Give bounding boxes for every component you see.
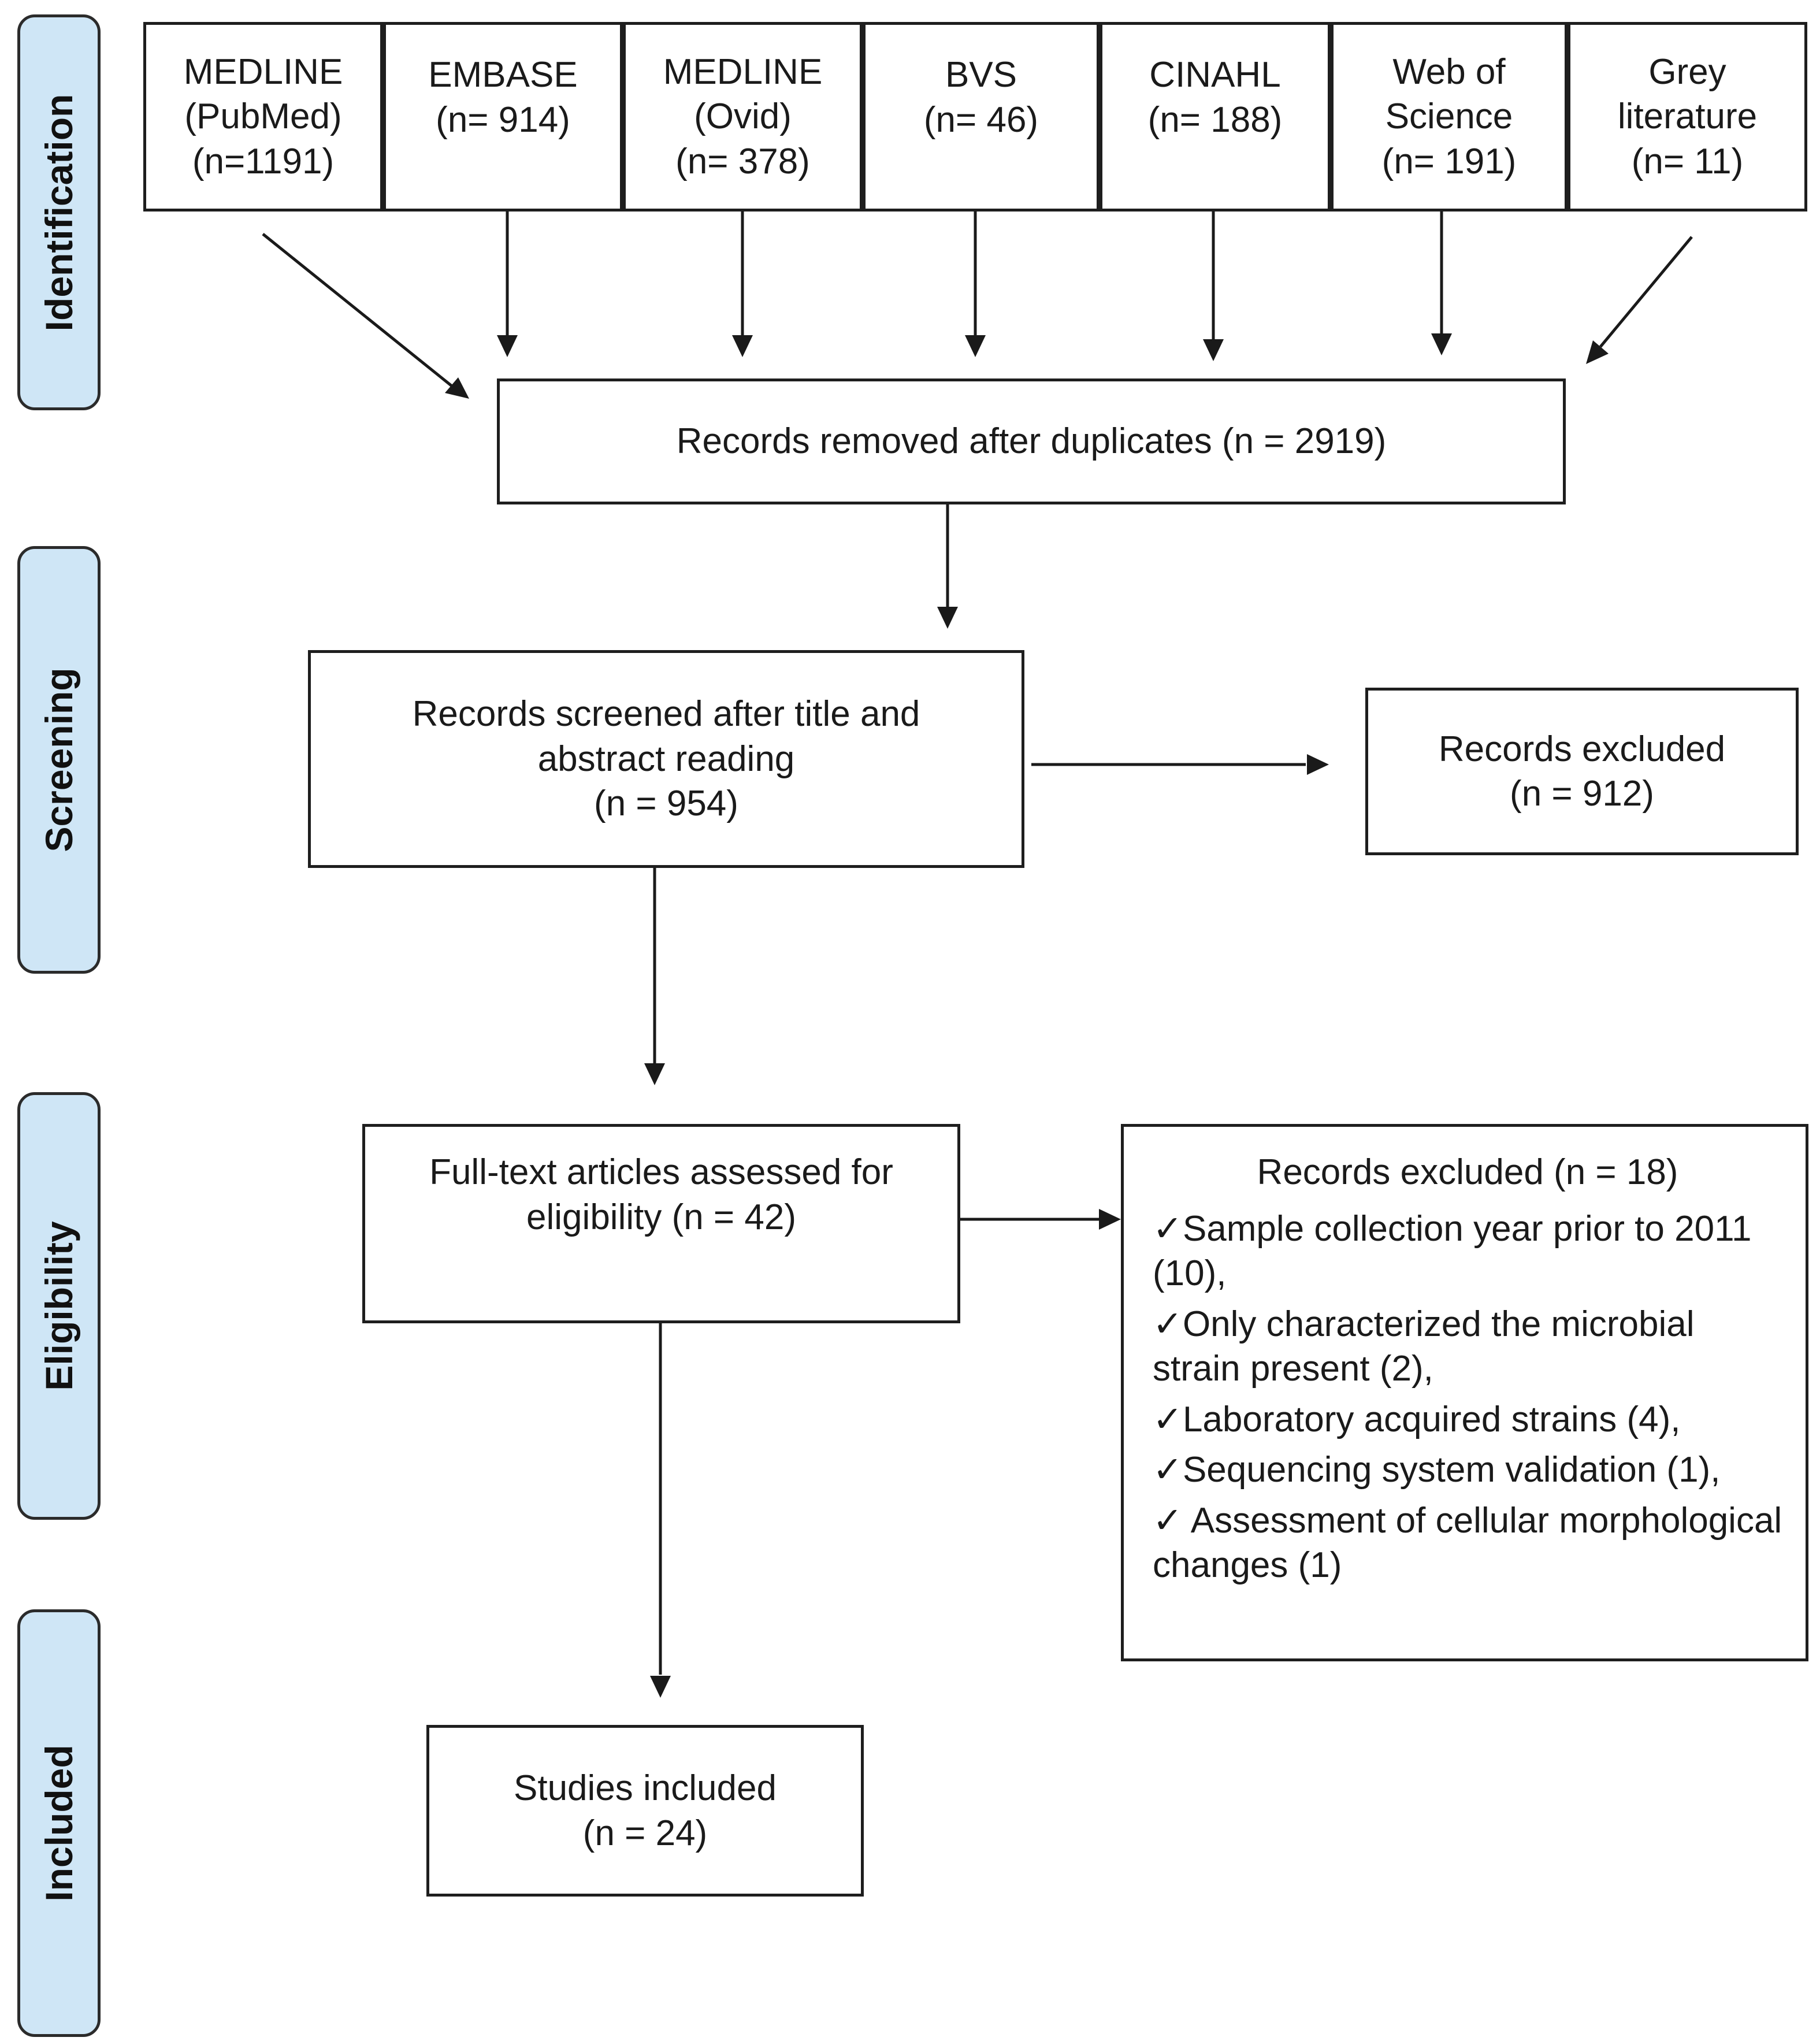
source-line: BVS (945, 55, 1017, 95)
arrow-fulltext-to-excluded (960, 1209, 1121, 1230)
included-line: (n = 24) (582, 1813, 708, 1853)
exclusion-reason: ✓ Assessment of cellular morphological c… (1153, 1500, 1782, 1586)
exclusion-reason: ✓Only characterized the microbial strain… (1153, 1304, 1695, 1389)
screened-line: Records screened after title and (412, 694, 920, 734)
screened-line: abstract reading (537, 739, 795, 779)
excluded-line: (n = 912) (1510, 774, 1654, 814)
stage-identification: Identification (17, 14, 101, 410)
source-bvs: BVS (n= 46) (863, 22, 1100, 211)
stage-label: Included (38, 1745, 80, 1902)
source-web-of-science: Web of Science (n= 191) (1331, 22, 1568, 211)
included-box: Studies included (n = 24) (426, 1725, 864, 1897)
stage-label: Screening (38, 667, 80, 852)
source-line: CINAHL (1149, 55, 1281, 95)
stage-label: Identification (38, 94, 80, 331)
arrow-cinahl-to-duplicates (1203, 211, 1224, 361)
exclusion-reason: ✓Sample collection year prior to 2011 (1… (1153, 1208, 1752, 1294)
stage-included: Included (17, 1609, 101, 2037)
source-cinahl: CINAHL (n= 188) (1100, 22, 1331, 211)
arrow-embase-to-duplicates (497, 211, 518, 357)
screened-box: Records screened after title and abstrac… (308, 650, 1024, 868)
source-line: (n=1191) (192, 141, 335, 181)
arrow-ovid-to-duplicates (732, 211, 753, 357)
excluded-fulltext-box: Records excluded (n = 18) ✓Sample collec… (1121, 1124, 1808, 1661)
included-line: Studies included (514, 1768, 777, 1808)
duplicates-box: Records removed after duplicates (n = 29… (497, 378, 1566, 504)
source-line: (n= 378) (675, 141, 810, 181)
fulltext-line: eligibility (n = 42) (526, 1197, 796, 1237)
arrow-wos-to-duplicates (1431, 211, 1452, 355)
source-line: MEDLINE (183, 51, 343, 92)
fulltext-line: Full-text articles assessed for (429, 1152, 893, 1192)
arrow-screened-to-excluded (1031, 754, 1329, 775)
arrow-fulltext-to-included (650, 1323, 671, 1698)
source-medline-ovid: MEDLINE (Ovid) (n= 378) (623, 22, 863, 211)
source-medline-pubmed: MEDLINE (PubMed) (n=1191) (143, 22, 383, 211)
excluded-fulltext-title: Records excluded (n = 18) (1257, 1152, 1678, 1192)
source-line: (n= 914) (436, 99, 570, 140)
arrow-screened-to-fulltext (644, 868, 665, 1085)
source-line: EMBASE (428, 55, 578, 95)
source-line: Web of (1392, 51, 1506, 92)
exclusion-reason: ✓Laboratory acquired strains (4), (1153, 1399, 1681, 1439)
source-embase: EMBASE (n= 914) (383, 22, 623, 211)
duplicates-text: Records removed after duplicates (n = 29… (676, 421, 1387, 462)
arrow-pubmed-to-duplicates (262, 233, 469, 399)
source-line: (n= 11) (1631, 141, 1744, 181)
excluded-line: Records excluded (1438, 729, 1726, 769)
source-line: Grey (1648, 51, 1726, 92)
source-line: MEDLINE (663, 51, 823, 92)
source-line: (PubMed) (184, 97, 342, 137)
stage-eligibility: Eligibility (17, 1092, 101, 1520)
source-line: (n= 191) (1381, 141, 1517, 181)
stage-screening: Screening (17, 546, 101, 974)
exclusion-reason: ✓Sequencing system validation (1), (1153, 1450, 1721, 1490)
screened-line: (n = 954) (594, 784, 738, 824)
source-line: (Ovid) (694, 97, 792, 137)
arrow-grey-to-duplicates (1586, 236, 1693, 364)
source-line: literature (1617, 97, 1758, 137)
source-grey-literature: Grey literature (n= 11) (1568, 22, 1807, 211)
excluded-screening-box: Records excluded (n = 912) (1365, 688, 1799, 855)
fulltext-box: Full-text articles assessed for eligibil… (362, 1124, 960, 1323)
stage-label: Eligibility (38, 1221, 80, 1391)
source-line: (n= 46) (923, 99, 1039, 140)
source-line: (n= 188) (1147, 99, 1283, 140)
arrow-duplicates-to-screened (937, 504, 958, 629)
arrow-bvs-to-duplicates (965, 211, 986, 357)
source-line: Science (1385, 97, 1513, 137)
